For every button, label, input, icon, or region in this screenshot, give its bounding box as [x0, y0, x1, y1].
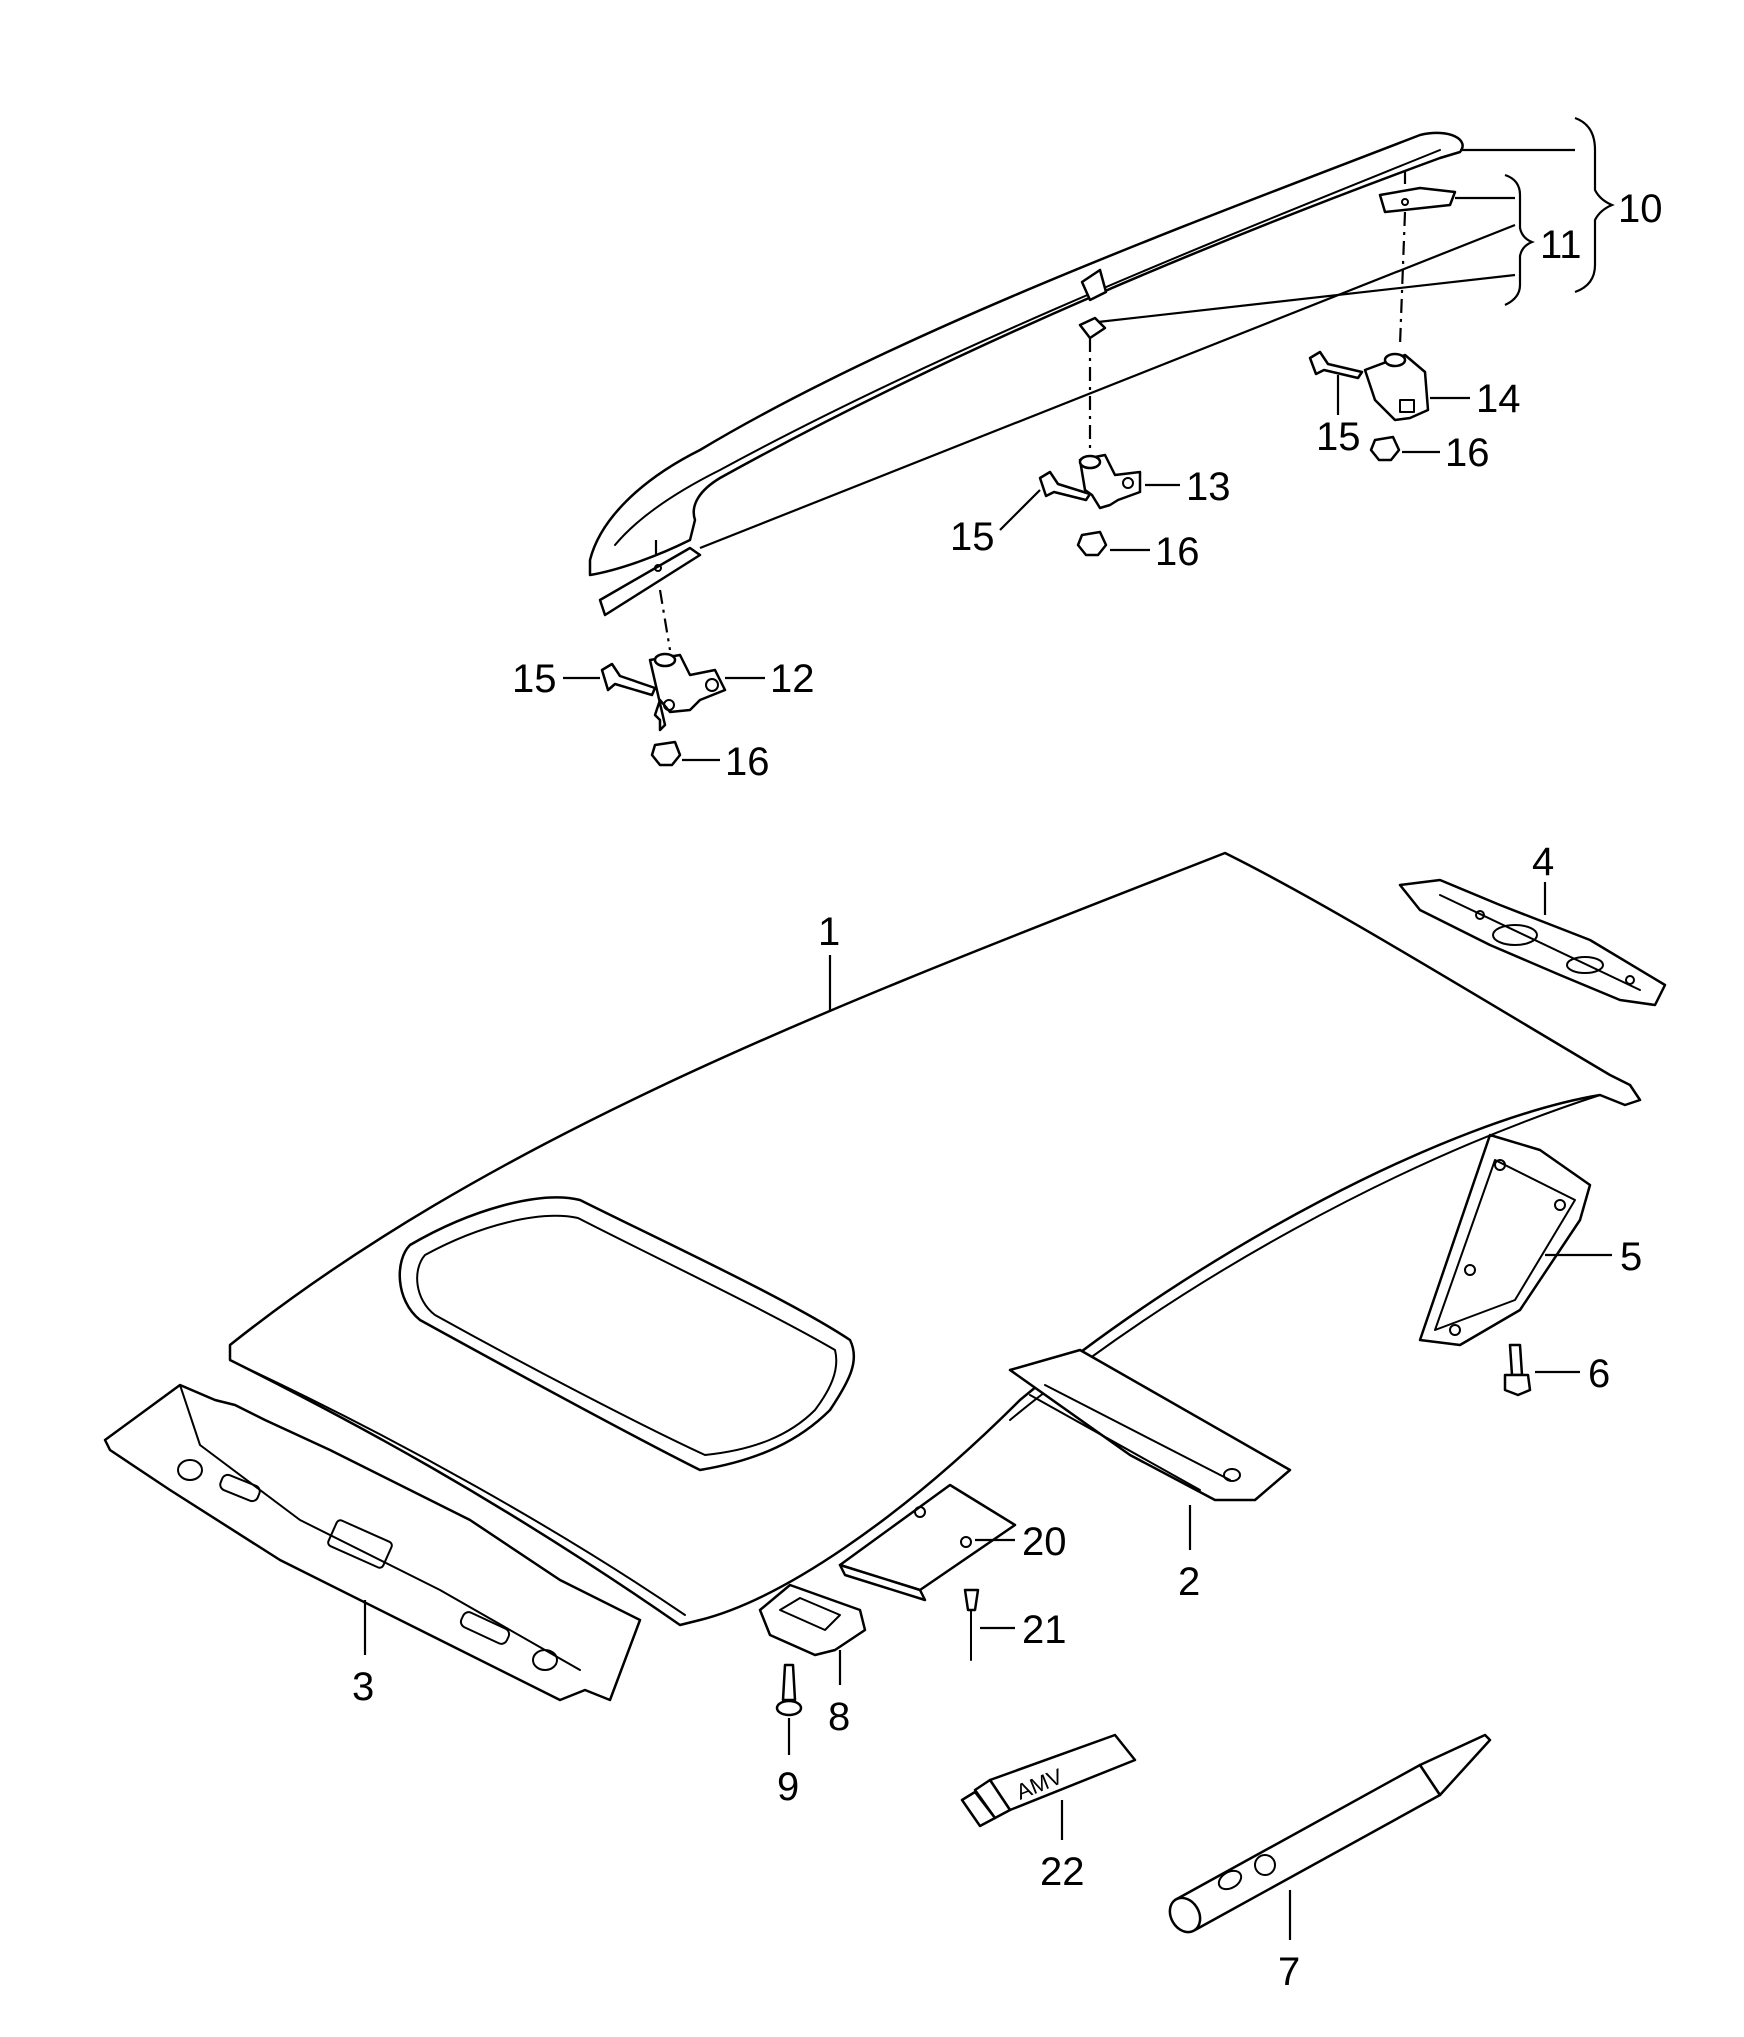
bracket-14: [1363, 352, 1430, 422]
screw-9: [775, 1663, 803, 1755]
assembly-lines: [654, 170, 1407, 651]
sealant-cartridge-7: [1168, 1733, 1492, 1940]
label-11: 11: [1540, 223, 1582, 267]
clip-8: [758, 1583, 867, 1685]
roof-panel: [228, 851, 1642, 1627]
label-16b: 16: [1155, 530, 1200, 574]
bolt-6: [1503, 1343, 1580, 1397]
label-1: 1: [818, 910, 840, 954]
front-cross-member: [103, 1383, 642, 1702]
hardware-leaders: [563, 375, 1470, 762]
label-2: 2: [1178, 1560, 1200, 1604]
label-9: 9: [777, 1765, 799, 1809]
label-15b: 15: [950, 515, 995, 559]
rail-pads: [598, 186, 1457, 617]
bracket-13: [1078, 453, 1142, 510]
bracket-12: [648, 652, 727, 732]
label-7: 7: [1278, 1950, 1300, 1994]
label-15c: 15: [1316, 415, 1361, 459]
nuts-16: [650, 435, 1401, 767]
label-6: 6: [1588, 1352, 1610, 1396]
rear-cross-member: [1398, 878, 1667, 1007]
adhesive-tube-22: AMV: [960, 1733, 1137, 1840]
label-15a: 15: [512, 657, 557, 701]
brace-leaders: [699, 116, 1615, 550]
label-22: 22: [1040, 1850, 1085, 1894]
callout-labels: 1 2 3 4 5 6 7 8 9 10 11 12 13 14 15 15 1…: [352, 187, 1663, 1994]
plate-20: [838, 1483, 1017, 1602]
label-12: 12: [770, 657, 815, 701]
rivet-21: [963, 1588, 1015, 1661]
roof-rail: [588, 131, 1464, 577]
pad-rear: [1378, 186, 1457, 214]
screws-15: [600, 350, 1364, 697]
label-16c: 16: [1445, 431, 1490, 475]
label-5: 5: [1620, 1235, 1642, 1279]
side-rail-member: [1008, 1348, 1292, 1550]
label-20: 20: [1022, 1520, 1067, 1564]
label-3: 3: [352, 1665, 374, 1709]
label-10: 10: [1618, 187, 1663, 231]
label-13: 13: [1186, 465, 1231, 509]
label-8: 8: [828, 1695, 850, 1739]
label-16a: 16: [725, 740, 770, 784]
label-4: 4: [1532, 840, 1554, 884]
side-panel: [1418, 1133, 1612, 1347]
label-21: 21: [1022, 1608, 1067, 1652]
label-14: 14: [1476, 377, 1521, 421]
